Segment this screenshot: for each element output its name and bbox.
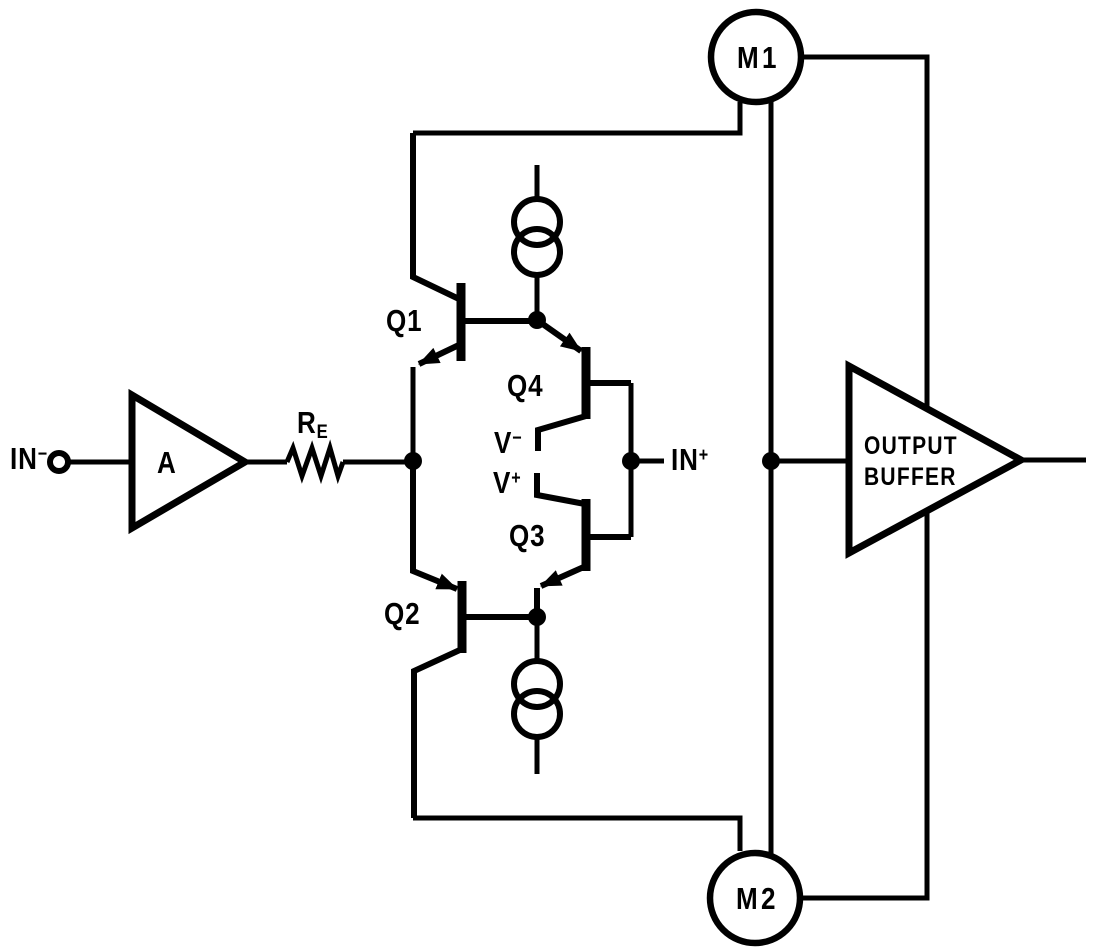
in-plus-sup: + (698, 444, 709, 466)
label-q2: Q2 (384, 598, 420, 629)
junction-q2-base (528, 608, 546, 626)
label-in-plus: IN+ (671, 444, 708, 475)
in-minus-text: IN (10, 441, 38, 476)
label-in-minus: IN− (10, 443, 47, 474)
in-minus-terminal (47, 450, 71, 474)
output-buffer-line2: BUFFER (864, 463, 957, 491)
current-source-top-circle-1 (511, 196, 563, 248)
label-resistor-re: RE (297, 405, 328, 442)
in-minus-sup: − (37, 443, 48, 465)
label-q3: Q3 (509, 520, 545, 551)
amp-a-triangle (128, 388, 252, 535)
junction-dots (404, 311, 780, 626)
q2-emitter (410, 461, 459, 592)
current-source-bottom-circle-2 (511, 688, 563, 740)
v-plus-sup: + (511, 467, 521, 489)
q3-collector-v-plus-stub (534, 473, 586, 507)
wire-top-rail (413, 102, 743, 136)
transistor-q1 (410, 133, 537, 461)
amp-gain-text: A (157, 445, 177, 480)
q2-collector (411, 646, 464, 818)
output-buffer-line1: OUTPUT (864, 432, 958, 460)
junction-q1-base (528, 311, 546, 329)
mirror-m2-circle (706, 849, 804, 947)
junction-in-plus (622, 452, 640, 470)
q3-text: Q3 (509, 518, 546, 553)
resistor-sub: E (316, 420, 328, 443)
label-q4: Q4 (507, 370, 543, 401)
current-source-bottom (511, 617, 563, 774)
junction-summing-node (404, 452, 422, 470)
q3-emitter (539, 563, 588, 589)
v-minus-text: V (494, 425, 513, 460)
q4-text: Q4 (507, 368, 544, 403)
m2-text: M2 (736, 881, 779, 916)
output-buffer-triangle (845, 360, 1029, 559)
wire-m2-to-buffer (800, 505, 930, 901)
v-minus-sup: − (512, 427, 522, 449)
label-q1: Q1 (386, 305, 422, 336)
q1-emitter (417, 341, 463, 367)
q1-text: Q1 (386, 303, 423, 338)
mirror-m1-circle (707, 8, 805, 106)
m1-text: M1 (737, 40, 780, 75)
current-source-top-circle-2 (511, 226, 563, 278)
label-m1: M1 (737, 42, 780, 73)
label-output-buffer: OUTPUT BUFFER (864, 431, 958, 493)
q1-collector (410, 133, 461, 302)
v-plus-text: V (493, 465, 512, 500)
label-v-plus: V+ (493, 467, 521, 498)
resistor-re (284, 439, 346, 485)
q4-collector-v-minus-stub (535, 413, 587, 451)
transistor-q2 (410, 461, 537, 818)
wire-m1-to-buffer (800, 54, 930, 412)
current-source-top (511, 165, 563, 320)
wire-bottom-rail (413, 815, 743, 851)
transistor-q3 (534, 473, 631, 618)
label-v-minus: V− (494, 427, 522, 458)
in-plus-text: IN (671, 442, 699, 477)
q2-text: Q2 (384, 596, 421, 631)
resistor-text: R (297, 405, 317, 440)
label-amp-gain: A (157, 447, 177, 478)
transistor-q4 (535, 317, 631, 451)
label-m2: M2 (736, 883, 779, 914)
current-source-bottom-circle-1 (511, 658, 563, 710)
junction-buffer-input (762, 452, 780, 470)
